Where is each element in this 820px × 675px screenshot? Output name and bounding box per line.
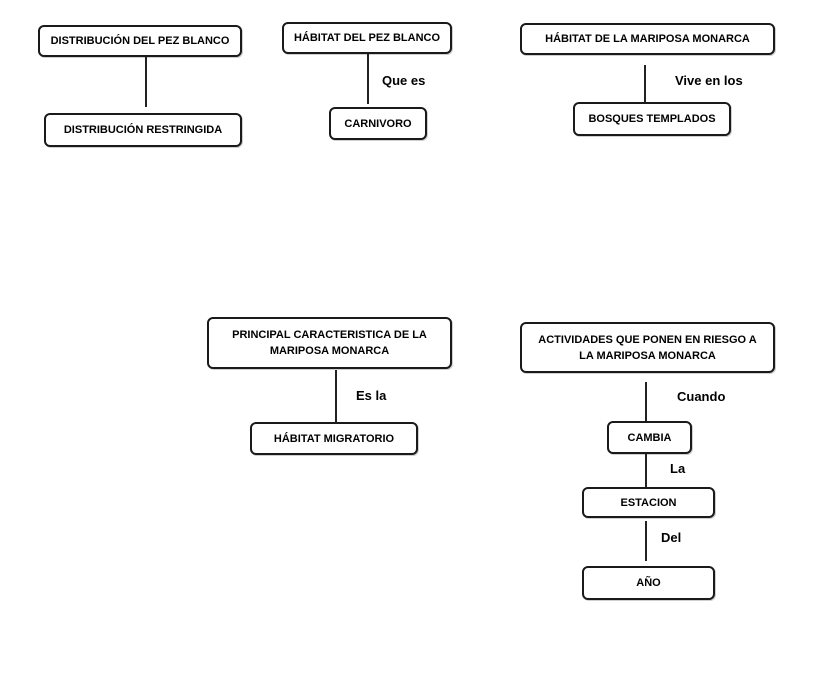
- connector-label-cuando: Cuando: [677, 389, 726, 404]
- node-actividades-riesgo: ACTIVIDADES QUE PONEN EN RIESGO A LA MAR…: [520, 322, 775, 373]
- node-label-line1: ACTIVIDADES QUE PONEN EN RIESGO A: [538, 333, 757, 346]
- node-label: HÁBITAT DEL PEZ BLANCO: [293, 32, 441, 44]
- node-habitat-mariposa-monarca: HÁBITAT DE LA MARIPOSA MONARCA: [520, 23, 775, 55]
- node-label: HÁBITAT MIGRATORIO: [273, 432, 395, 445]
- connector-label-que-es: Que es: [382, 73, 426, 88]
- connector-label-la: La: [670, 461, 686, 476]
- connector-line: [645, 382, 647, 422]
- node-distribucion-pez-blanco: DISTRIBUCIÓN DEL PEZ BLANCO: [38, 25, 242, 57]
- node-label: AÑO: [636, 577, 661, 589]
- node-label-line1: PRINCIPAL CARACTERISTICA DE LA: [232, 329, 427, 341]
- node-anio: AÑO: [582, 566, 715, 600]
- node-habitat-pez-blanco: HÁBITAT DEL PEZ BLANCO: [282, 22, 452, 54]
- connector-line: [145, 57, 147, 107]
- node-label-line2: MARIPOSA MONARCA: [269, 345, 390, 357]
- node-label: DISTRIBUCIÓN RESTRINGIDA: [63, 124, 223, 136]
- node-distribucion-restringida: DISTRIBUCIÓN RESTRINGIDA: [44, 113, 242, 147]
- connector-line: [367, 54, 369, 104]
- connector-line: [644, 65, 646, 102]
- node-label: HÁBITAT DE LA MARIPOSA MONARCA: [545, 33, 750, 45]
- connector-line: [645, 521, 647, 561]
- node-principal-caracteristica: PRINCIPAL CARACTERISTICA DE LA MARIPOSA …: [207, 317, 452, 369]
- node-bosques-templados: BOSQUES TEMPLADOS: [573, 102, 731, 136]
- connector-label-vive-en-los: Vive en los: [675, 73, 743, 88]
- node-estacion: ESTACION: [582, 487, 715, 518]
- node-label-line2: LA MARIPOSA MONARCA: [579, 349, 716, 362]
- node-label: CAMBIA: [627, 431, 672, 444]
- node-cambia: CAMBIA: [607, 421, 692, 454]
- node-label: CARNIVORO: [344, 117, 412, 130]
- connector-label-es-la: Es la: [356, 388, 387, 403]
- node-carnivoro: CARNIVORO: [329, 107, 427, 140]
- node-label: ESTACION: [620, 496, 677, 509]
- node-label: BOSQUES TEMPLADOS: [588, 113, 716, 125]
- connector-line: [335, 370, 337, 422]
- connector-label-del: Del: [661, 530, 682, 545]
- node-label: DISTRIBUCIÓN DEL PEZ BLANCO: [50, 35, 230, 47]
- connector-line: [645, 454, 647, 487]
- node-habitat-migratorio: HÁBITAT MIGRATORIO: [250, 422, 418, 455]
